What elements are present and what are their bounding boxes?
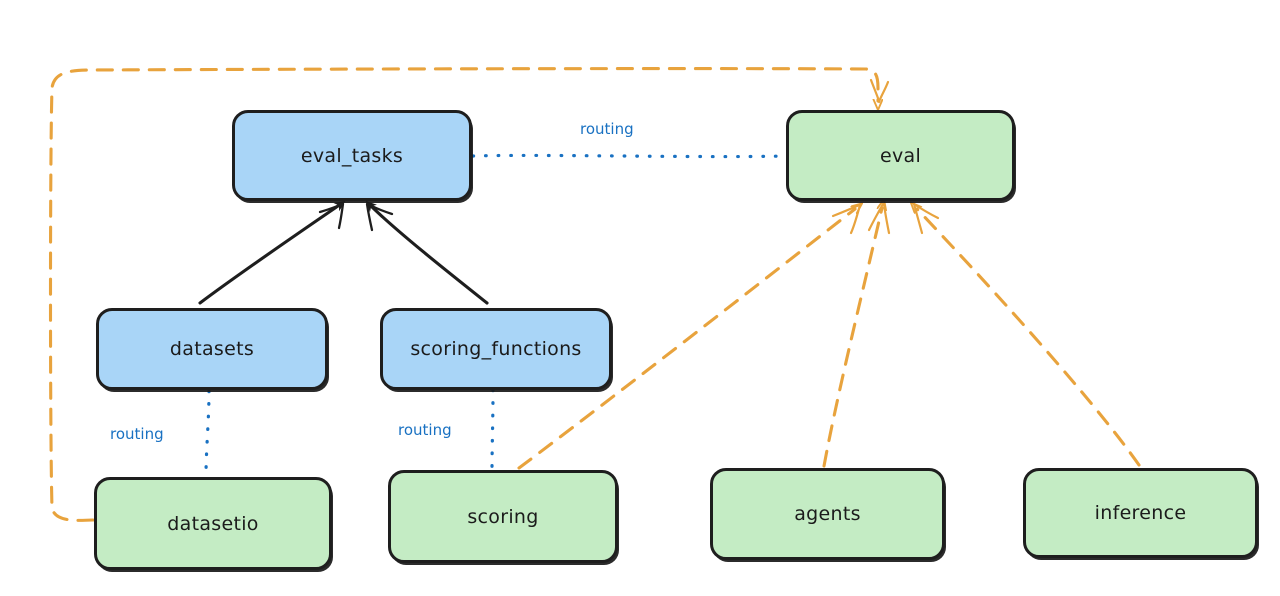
edge-scoring_functions-scoring bbox=[490, 388, 495, 472]
node-scoring-functions[interactable]: scoring_functions bbox=[380, 308, 612, 390]
edge-label-routing-eval: routing bbox=[580, 120, 634, 138]
edge-inference-eval bbox=[914, 204, 1141, 467]
node-label: eval_tasks bbox=[300, 144, 404, 167]
node-eval[interactable]: eval bbox=[786, 110, 1015, 201]
node-label: agents bbox=[794, 503, 861, 525]
node-label: datasetio bbox=[167, 512, 259, 535]
node-label: eval bbox=[879, 144, 922, 167]
node-label: scoring_functions bbox=[410, 338, 582, 360]
node-label: inference bbox=[1094, 502, 1187, 524]
edge-agents-eval bbox=[822, 204, 891, 468]
node-label: scoring bbox=[467, 505, 539, 528]
edge-datasets-eval_tasks bbox=[198, 200, 346, 305]
edge-scoring_functions-eval_tasks bbox=[365, 200, 489, 305]
node-datasetio[interactable]: datasetio bbox=[94, 477, 332, 570]
edge-eval_tasks-eval bbox=[471, 153, 787, 159]
node-inference[interactable]: inference bbox=[1023, 468, 1258, 558]
edge-label-routing-datasetio: routing bbox=[110, 425, 164, 443]
edge-label-routing-scoring: routing bbox=[398, 421, 452, 439]
node-eval-tasks[interactable]: eval_tasks bbox=[232, 110, 472, 201]
node-datasets[interactable]: datasets bbox=[96, 308, 328, 390]
node-agents[interactable]: agents bbox=[710, 468, 945, 560]
edge-datasets-datasetio bbox=[204, 389, 211, 478]
node-label: datasets bbox=[169, 338, 255, 360]
node-scoring[interactable]: scoring bbox=[388, 470, 618, 563]
